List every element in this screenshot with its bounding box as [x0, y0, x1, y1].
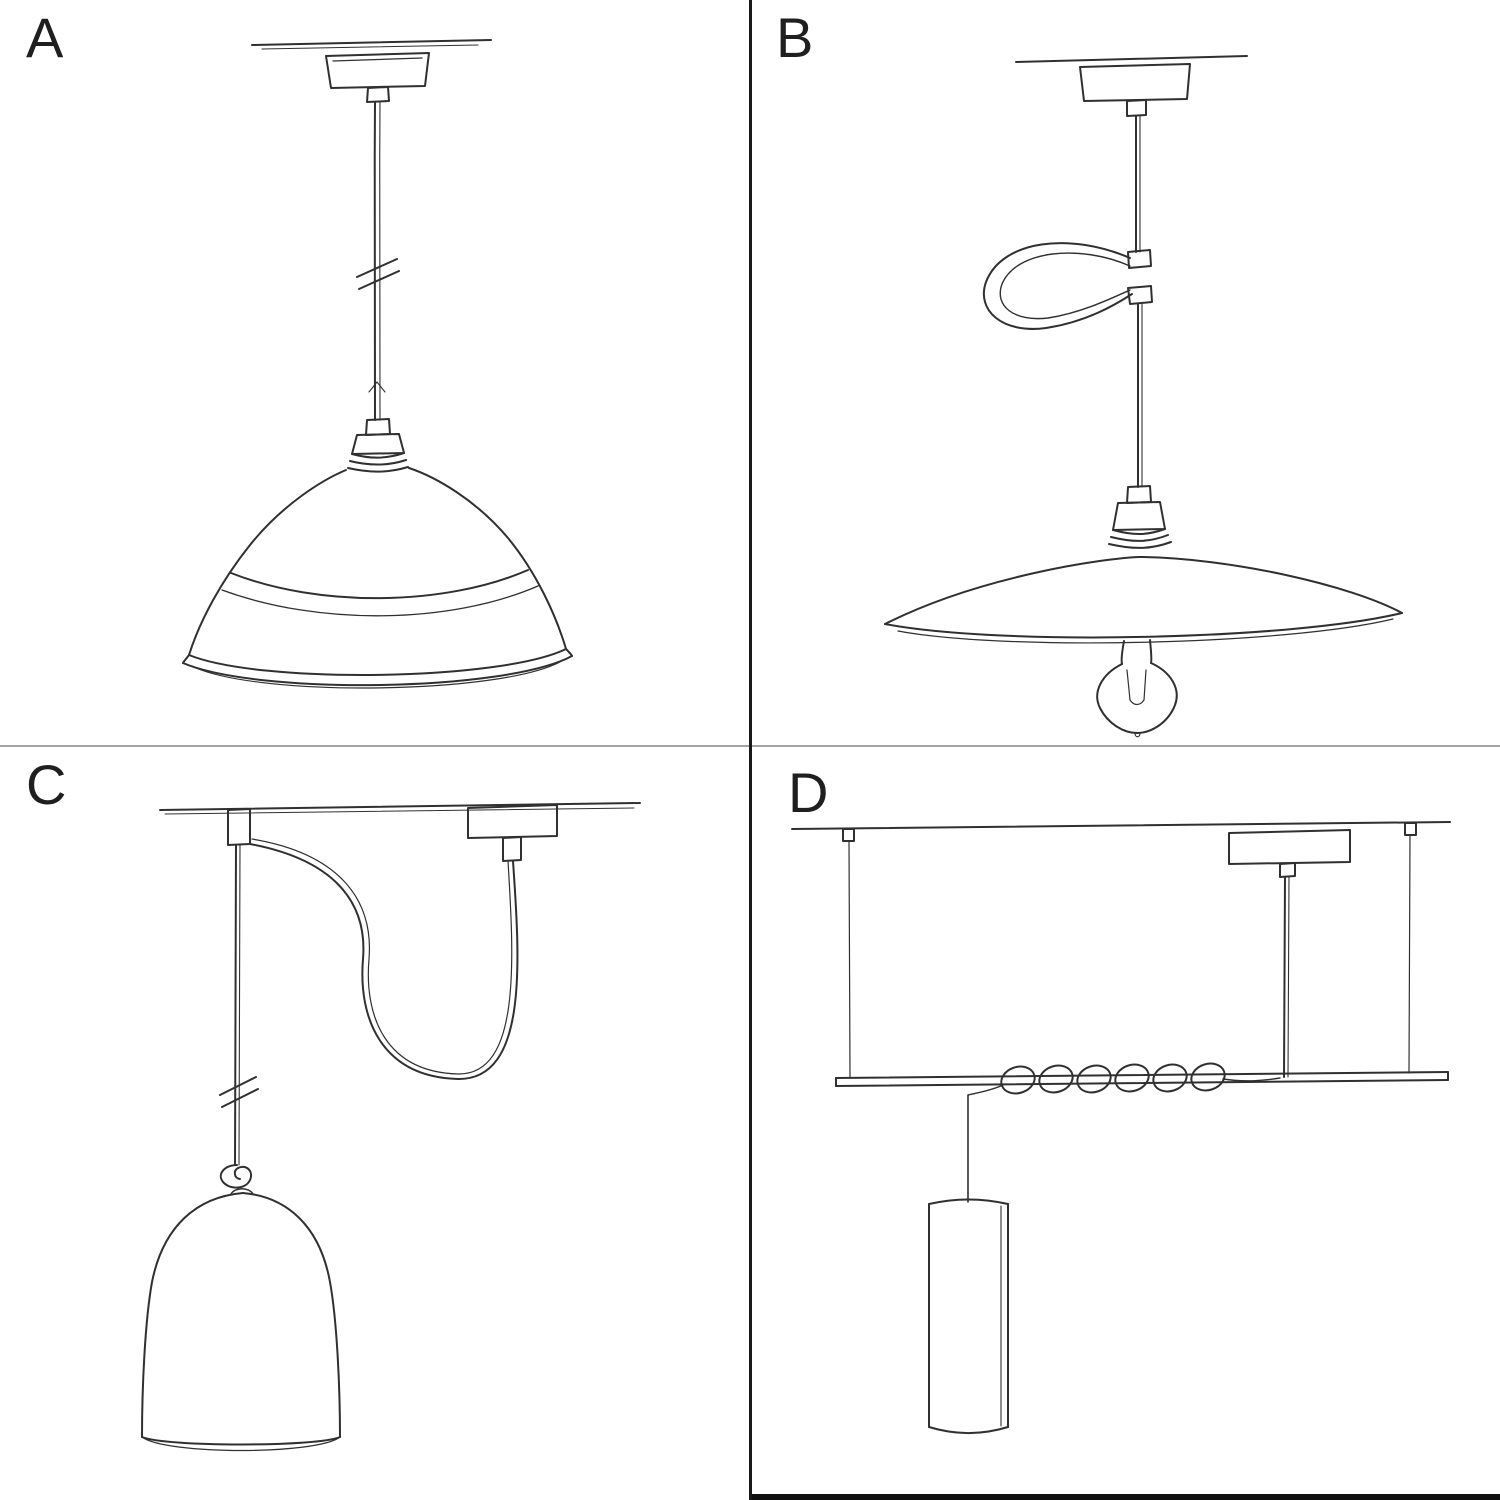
pendant-cable: [357, 102, 399, 420]
industrial-shade: [183, 468, 572, 688]
swag-hook: [228, 809, 250, 845]
lamp-holder: [1109, 486, 1171, 548]
central-rod: [1284, 877, 1289, 1077]
bell-shade: [142, 1189, 340, 1451]
swag-cable: [250, 839, 517, 1079]
panel-b-label: B: [776, 6, 815, 69]
bar-coiled-cable-tube-pendant-sketch: [750, 747, 1500, 1500]
pendant-plate-shade-bulb-sketch: [750, 0, 1500, 745]
ceiling-rose: [468, 805, 557, 861]
ceiling-rose: [326, 53, 429, 102]
panel-d-label: D: [788, 761, 830, 824]
panel-b: B: [750, 0, 1500, 745]
bottom-edge-bar: [752, 1494, 1500, 1500]
cable-loop-clip: [984, 243, 1152, 329]
ceiling-line: [160, 803, 640, 814]
light-bulb: [1097, 640, 1176, 737]
lamp-holder: [348, 419, 408, 472]
pendant-cable: [1136, 116, 1142, 487]
ceiling-line: [792, 822, 1450, 829]
ceiling-rose: [1229, 830, 1350, 877]
tube-shade: [929, 1200, 1008, 1434]
plate-shade: [885, 557, 1402, 643]
panel-a-label: A: [26, 6, 65, 69]
ceiling-line: [252, 40, 491, 49]
cable-knot: [221, 1165, 251, 1188]
horizontal-bar: [836, 1072, 1448, 1086]
pendant-cable: [220, 845, 258, 1165]
left-suspension-wire: [843, 829, 854, 1077]
panel-a: A: [0, 0, 750, 745]
coiled-cable: [968, 1059, 1280, 1097]
ceiling-rose: [1080, 64, 1190, 116]
pendant-industrial-shade-sketch: [0, 0, 750, 745]
vertical-divider: [749, 0, 752, 1500]
panel-c-label: C: [26, 753, 68, 816]
swag-pendant-bell-shade-sketch: [0, 747, 750, 1500]
right-suspension-wire: [1405, 823, 1416, 1073]
panel-c: C: [0, 747, 750, 1500]
ceiling-line: [1016, 56, 1247, 62]
panel-d: D: [750, 747, 1500, 1500]
